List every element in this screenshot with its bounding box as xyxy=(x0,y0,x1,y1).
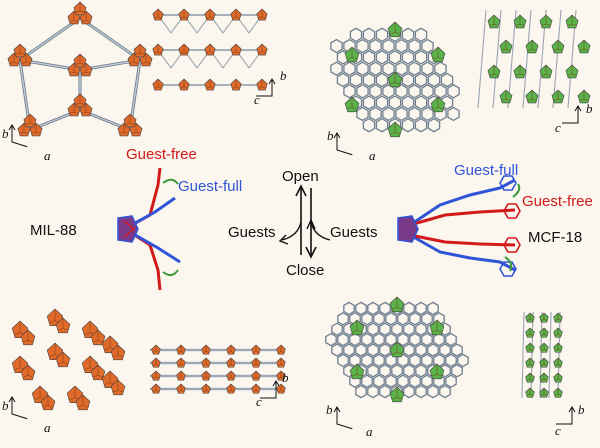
mil88-node xyxy=(117,215,139,243)
panel-mcf18-close-cb xyxy=(521,311,576,425)
p3-axis-h: a xyxy=(369,148,376,163)
p6-axis-h: c xyxy=(256,394,262,409)
p6-axis-v: b xyxy=(282,370,289,385)
mcf18-guest-free-linkers xyxy=(409,208,516,247)
panel-mil88-close-cb xyxy=(150,344,286,399)
guests-out-arrow xyxy=(281,221,302,241)
mil88-guest-full-linkers xyxy=(129,196,181,264)
guest-free-right-label: Guest-free xyxy=(522,193,593,210)
open-arrowhead xyxy=(295,184,307,197)
mcf18-swing-arrow-bottom xyxy=(504,256,513,272)
p8-axis-v: b xyxy=(578,402,585,417)
mcf18-label: MCF-18 xyxy=(528,229,583,246)
mil88-swing-arrow-top xyxy=(162,178,179,185)
mcf18-guest-full-linkers xyxy=(409,178,516,272)
panel-mil88-close-ab xyxy=(8,308,126,420)
guest-free-left-label: Guest-free xyxy=(126,146,197,163)
panel-mil88-open-ab xyxy=(7,1,153,148)
panel-mcf18-open-ab xyxy=(330,21,460,156)
close-arrowhead xyxy=(305,246,317,259)
mcf18-guest-free-rings xyxy=(503,203,521,253)
guests-in-arrow xyxy=(310,221,331,241)
p8-axis-h: c xyxy=(555,423,561,438)
close-label: Close xyxy=(286,262,325,279)
p2-axis-h: c xyxy=(254,92,260,107)
p4-axis-h: c xyxy=(555,120,561,135)
guests-out-arrowhead xyxy=(278,234,289,245)
panel-mil88-open-cb xyxy=(152,8,276,97)
panel-mcf18-open-cb xyxy=(477,9,591,124)
center-scheme xyxy=(117,167,521,291)
p5-axis-h: a xyxy=(44,420,51,435)
p5-axis-v: b xyxy=(2,398,9,413)
p7-axis-v: b xyxy=(326,402,333,417)
mil88-label: MIL-88 xyxy=(30,222,77,239)
guests-right-label: Guests xyxy=(330,224,378,241)
panel-mcf18-close-ab xyxy=(325,296,469,430)
mil88-swing-arrow-bottom xyxy=(162,269,179,276)
p7-axis-h: a xyxy=(366,424,373,439)
p1-axis-v: b xyxy=(2,126,9,141)
guest-full-right-label: Guest-full xyxy=(454,162,519,179)
p1-axis-h: a xyxy=(44,148,51,163)
guests-in-arrowhead xyxy=(306,218,316,230)
open-label: Open xyxy=(282,168,319,185)
guest-full-left-label: Guest-full xyxy=(178,178,243,195)
p2-axis-v: b xyxy=(280,68,287,83)
mcf18-node xyxy=(397,215,419,243)
p3-axis-v: b xyxy=(327,128,334,143)
p4-axis-v: b xyxy=(586,101,593,116)
mcf18-guest-full-rings xyxy=(499,175,517,277)
guests-left-label: Guests xyxy=(228,224,276,241)
mcf18-swing-arrow-top xyxy=(512,183,521,198)
